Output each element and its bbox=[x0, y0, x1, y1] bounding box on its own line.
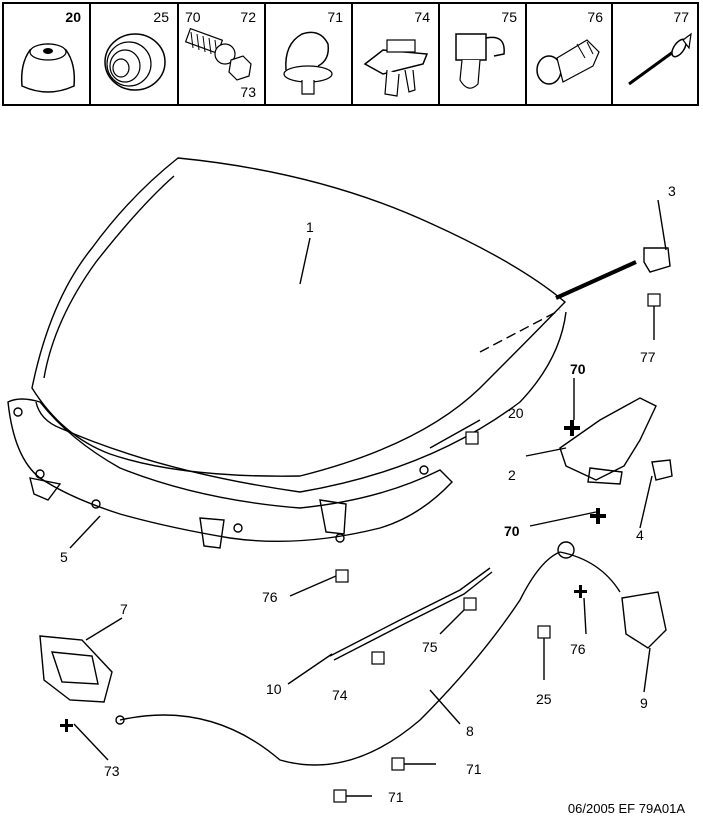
pop-rivet-icon bbox=[628, 32, 692, 86]
part-number: 73 bbox=[240, 84, 256, 100]
callout: 1 bbox=[306, 219, 314, 235]
hood-inner-panel bbox=[7, 398, 453, 543]
callout: 2 bbox=[508, 467, 516, 483]
callout: 8 bbox=[466, 723, 474, 739]
fixing-cross bbox=[574, 585, 587, 598]
fixing-cross bbox=[564, 420, 580, 436]
callout: 71 bbox=[388, 789, 404, 805]
drawing-reference: 06/2005 EF 79A01A bbox=[567, 801, 685, 816]
marker-square bbox=[647, 293, 661, 307]
part-number: 77 bbox=[673, 9, 689, 25]
part-number: 70 bbox=[185, 9, 201, 25]
callout: 7 bbox=[120, 601, 128, 617]
callout: 76 bbox=[570, 641, 586, 657]
callout: 77 bbox=[640, 349, 656, 365]
marker-square bbox=[391, 757, 405, 771]
clip-4 bbox=[651, 459, 673, 481]
callout: 70 bbox=[570, 361, 586, 377]
part-cell-71: 71 bbox=[266, 4, 353, 104]
callout: 20 bbox=[508, 405, 524, 421]
part-number: 74 bbox=[414, 9, 430, 25]
callout: 70 bbox=[504, 523, 520, 539]
callout: 3 bbox=[668, 183, 676, 199]
part-number: 72 bbox=[240, 9, 256, 25]
hood-latch bbox=[39, 635, 113, 703]
cable-clip-icon bbox=[283, 31, 333, 95]
hinge-bracket bbox=[643, 247, 671, 273]
fixing-cross bbox=[590, 508, 606, 524]
part-number: 75 bbox=[501, 9, 517, 25]
marker-square bbox=[537, 625, 551, 639]
part-number: 20 bbox=[65, 9, 81, 25]
parts-strip: 20 25 70 72 73 71 bbox=[2, 2, 699, 106]
callout: 74 bbox=[332, 687, 348, 703]
part-number: 25 bbox=[153, 9, 169, 25]
hood-hinge bbox=[559, 397, 657, 481]
fixing-cross bbox=[60, 719, 73, 732]
callout: 9 bbox=[640, 695, 648, 711]
callout: 25 bbox=[536, 691, 552, 707]
grommet-icon bbox=[104, 33, 166, 91]
callout: 76 bbox=[262, 589, 278, 605]
release-cable bbox=[119, 551, 561, 766]
callout: 5 bbox=[60, 549, 68, 565]
part-cell-25: 25 bbox=[91, 4, 179, 104]
callout: 10 bbox=[266, 681, 282, 697]
marker-square bbox=[463, 597, 477, 611]
part-cell-20: 20 bbox=[4, 4, 91, 104]
callout: 73 bbox=[104, 763, 120, 779]
marker-square bbox=[335, 569, 349, 583]
callout: 71 bbox=[466, 761, 482, 777]
push-clip-icon bbox=[363, 39, 429, 97]
callout: 4 bbox=[636, 527, 644, 543]
callout: 75 bbox=[422, 639, 438, 655]
part-cell-74: 74 bbox=[353, 4, 440, 104]
rod-clip-icon bbox=[455, 33, 505, 89]
part-cell-75: 75 bbox=[440, 4, 527, 104]
prop-rod bbox=[329, 567, 491, 657]
part-cell-77: 77 bbox=[613, 4, 697, 104]
part-number: 76 bbox=[587, 9, 603, 25]
hood-panel bbox=[31, 157, 567, 477]
part-number: 71 bbox=[327, 9, 343, 25]
bolt-and-nut-icon bbox=[184, 27, 252, 81]
part-cell-70-72-73: 70 72 73 bbox=[179, 4, 266, 104]
release-handle bbox=[621, 591, 667, 649]
rubber-bump-stop-icon bbox=[20, 43, 76, 93]
push-rivet-icon bbox=[536, 39, 600, 85]
marker-square bbox=[333, 789, 347, 803]
part-cell-76: 76 bbox=[527, 4, 613, 104]
marker-square bbox=[465, 431, 479, 445]
marker-square bbox=[371, 651, 385, 665]
